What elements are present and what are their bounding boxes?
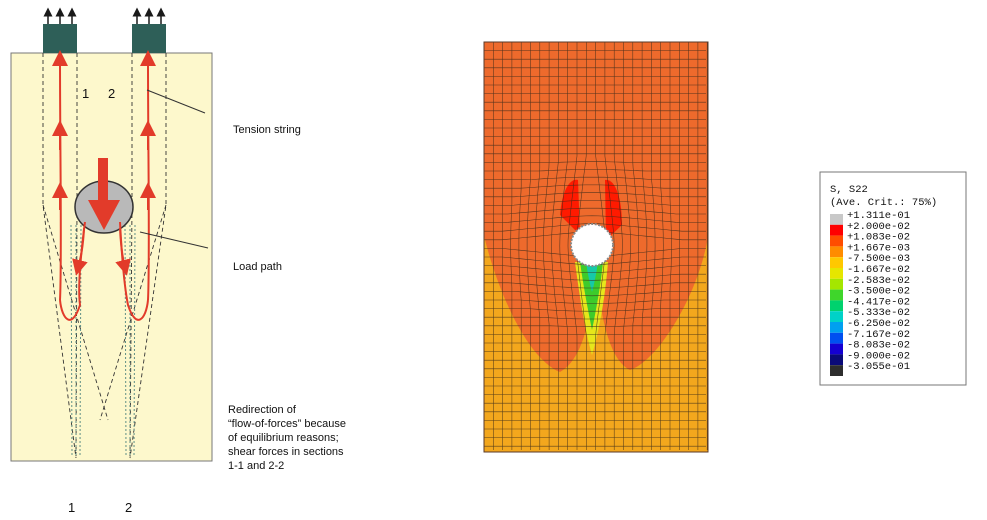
legend-swatch [830, 224, 843, 236]
legend-value: -1.667e-02 [847, 264, 910, 276]
legend-swatch [830, 322, 843, 333]
note-line-3: of equilibrium reasons; [228, 432, 339, 444]
legend-value: -7.167e-02 [847, 329, 910, 341]
note-line-4: shear forces in sections [228, 446, 344, 458]
legend-value: -2.583e-02 [847, 275, 910, 287]
fe-hole [570, 223, 614, 267]
legend-value: -3.055e-01 [847, 361, 910, 373]
legend-value: +1.667e-03 [847, 242, 910, 254]
legend-value: +1.311e-01 [847, 210, 910, 222]
legend-value: -3.500e-02 [847, 286, 910, 298]
legend-swatch [830, 214, 843, 225]
legend-swatch [830, 246, 843, 258]
section-label-top-2: 2 [108, 86, 115, 101]
section-guides [42, 53, 167, 459]
note-line-1: Redirection of [228, 404, 297, 416]
legend-swatch [830, 311, 843, 322]
legend-swatch [830, 235, 843, 247]
tension-string-label: Tension string [233, 124, 301, 136]
fe-mesh-grid [484, 42, 708, 450]
contour-cyan-core [586, 262, 598, 292]
fe-contour-plot [483, 41, 709, 453]
force-path-1 [52, 50, 88, 321]
legend-value: -4.417e-02 [847, 296, 910, 308]
force-path-2 [115, 50, 157, 321]
legend-title-2: (Ave. Crit.: 75%) [830, 197, 937, 209]
legend-value: -7.500e-03 [847, 253, 910, 265]
legend-value: -8.083e-02 [847, 340, 910, 352]
load-leader-line [139, 231, 209, 249]
contour-legend: S, S22 (Ave. Crit.: 75%) +1.311e-01+2.00… [819, 171, 967, 386]
anchor-1 [43, 7, 77, 53]
legend-swatch [830, 332, 843, 344]
legend-value: +2.000e-02 [847, 221, 910, 233]
concrete-body [10, 52, 213, 462]
legend-swatch [830, 365, 843, 376]
section-label-bottom-1: 1 [68, 500, 75, 515]
load-disc [74, 158, 134, 234]
legend-swatch [830, 257, 843, 268]
legend-value: -9.000e-02 [847, 350, 910, 362]
redirection-note: Redirection of “flow-of-forces” because … [228, 404, 346, 472]
legend-swatch [830, 354, 843, 366]
legend-swatch [830, 343, 843, 355]
note-line-2: “flow-of-forces” because [228, 418, 346, 430]
legend-swatch [830, 300, 843, 312]
legend-swatch [830, 268, 843, 279]
legend-swatch [830, 289, 843, 301]
anchor-2 [132, 7, 166, 53]
legend-value: -5.333e-02 [847, 307, 910, 319]
legend-title-1: S, S22 [830, 184, 868, 196]
left-diagram: 1 2 1 2 Tension string Load path Redirec… [10, 7, 346, 515]
legend-swatch [830, 278, 843, 290]
legend-value: +1.083e-02 [847, 232, 910, 244]
tension-leader-line [146, 89, 206, 114]
section-label-top-1: 1 [82, 86, 89, 101]
note-line-5: 1-1 and 2-2 [228, 460, 284, 472]
legend-value: -6.250e-02 [847, 318, 910, 330]
section-label-bottom-2: 2 [125, 500, 132, 515]
load-path-label: Load path [233, 261, 282, 273]
